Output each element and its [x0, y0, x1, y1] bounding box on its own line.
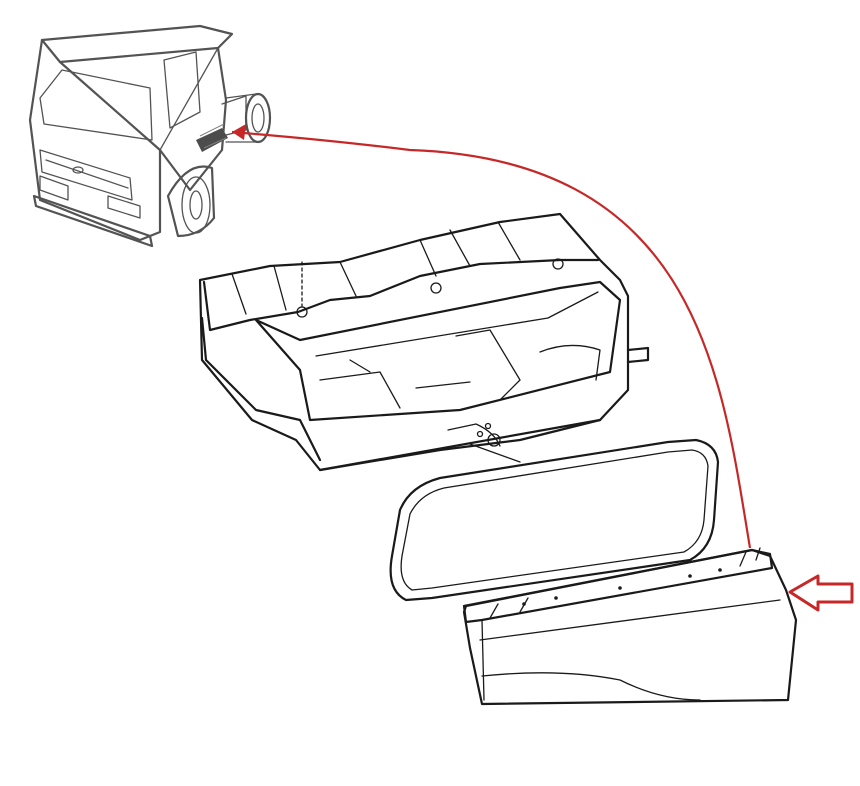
side-cover-panel: [462, 547, 798, 706]
location-arrow-icon: [232, 124, 246, 140]
callout-connector: [231, 124, 752, 549]
pointer-arrow-icon: [788, 574, 854, 612]
truck-cab: [28, 24, 272, 248]
location-marker: [196, 123, 228, 152]
storage-box: [198, 212, 650, 472]
gasket-seal: [389, 438, 720, 602]
